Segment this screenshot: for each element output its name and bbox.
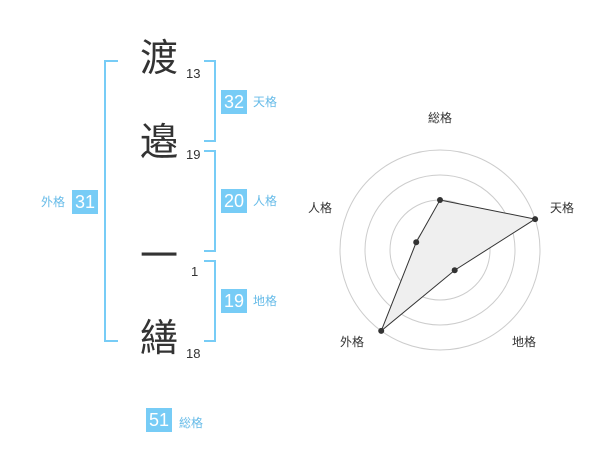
radar-grid-ring bbox=[339, 149, 541, 351]
jinkaku-bracket bbox=[204, 150, 216, 252]
radar-axis-label: 人格 bbox=[308, 200, 332, 215]
radar-axis-label: 外格 bbox=[340, 334, 364, 349]
radar-point-1 bbox=[437, 197, 443, 203]
chikaku-label: 地格 bbox=[253, 294, 278, 308]
soukaku-value: 51 bbox=[146, 408, 172, 432]
radar-point-4 bbox=[378, 327, 385, 334]
gaikaku-label: 外格 bbox=[41, 195, 66, 209]
name-char-2: 邉 bbox=[139, 120, 178, 164]
tenkaku-label: 天格 bbox=[253, 95, 278, 109]
radar-axis-label: 天格 bbox=[550, 200, 574, 215]
gaikaku-value: 31 bbox=[72, 190, 98, 214]
stroke-count-3: 1 bbox=[191, 264, 199, 279]
radar-axis-label: 地格 bbox=[512, 334, 536, 349]
jinkaku-value: 20 bbox=[221, 189, 247, 213]
stroke-count-1: 13 bbox=[186, 66, 201, 81]
soukaku-label: 総格 bbox=[179, 416, 204, 430]
tenkaku-bracket bbox=[204, 60, 216, 142]
stroke-count-2: 19 bbox=[186, 147, 201, 162]
radar-point-5 bbox=[413, 239, 420, 246]
radar-point-2 bbox=[532, 216, 539, 223]
name-char-4: 繕 bbox=[139, 316, 178, 360]
name-char-3: 一 bbox=[139, 234, 178, 278]
radar-point-3 bbox=[451, 267, 458, 274]
chikaku-value: 19 bbox=[221, 289, 247, 313]
jinkaku-label: 人格 bbox=[253, 194, 278, 208]
gaikaku-bracket bbox=[104, 60, 118, 342]
name-char-1: 渡 bbox=[139, 36, 178, 80]
tenkaku-value: 32 bbox=[221, 90, 247, 114]
chikaku-bracket bbox=[204, 260, 216, 342]
radar-grid-ring bbox=[364, 174, 516, 326]
radar-axis-label: 総格 bbox=[428, 110, 452, 125]
stroke-count-4: 18 bbox=[186, 346, 201, 361]
radar-series-area bbox=[380, 199, 537, 332]
